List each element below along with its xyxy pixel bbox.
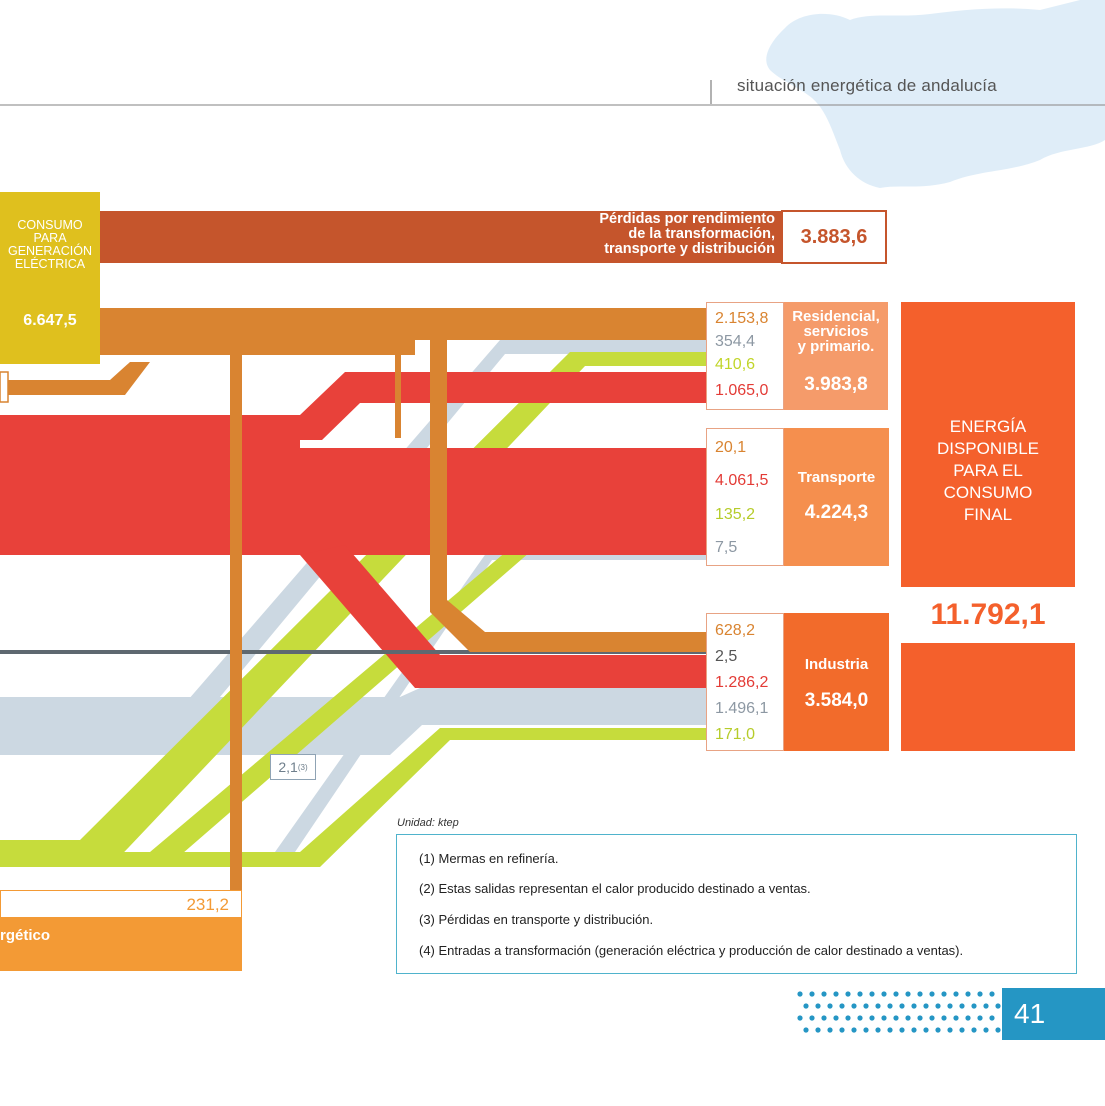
industria-value-renew: 171,0 (715, 726, 756, 743)
unit-label: Unidad: ktep (397, 817, 459, 829)
sector-industria: Industria 3.584,0 (784, 613, 889, 751)
bottom-bar: rgético (0, 918, 242, 971)
residencial-value-petro: 1.065,0 (715, 382, 769, 399)
residencial-values: 2.153,8 354,4 410,6 1.065,0 (706, 302, 784, 410)
final-energy-box-lower (901, 643, 1075, 751)
final-energy-value: 11.792,1 (930, 598, 1046, 631)
residencial-value-elec: 2.153,8 (715, 310, 769, 327)
header-title: situación energética de andalucía (737, 76, 997, 95)
flow-coal (0, 650, 706, 654)
bottom-label: rgético (0, 927, 51, 944)
notes-box: (1) Mermas en refinería. (2) Estas salid… (396, 834, 1077, 974)
generation-consumption-box: CONSUMO PARA GENERACIÓN ELÉCTRICA (0, 192, 100, 364)
flow-petro-main (0, 415, 706, 555)
generation-value: 6.647,5 (23, 312, 77, 329)
final-energy-label: ENERGÍA DISPONIBLE PARA EL CONSUMO FINAL (936, 417, 1040, 524)
residencial-total: 3.983,8 (804, 374, 868, 395)
flow-renew-transporte (100, 540, 706, 860)
flow-petro-residencial (300, 372, 706, 440)
industria-values: 628,2 2,5 1.286,2 1.496,1 171,0 (706, 613, 784, 751)
residencial-value-gas: 354,4 (715, 333, 756, 350)
transport-loss-badge: 2,1(3) (270, 754, 316, 780)
final-energy-box: ENERGÍA DISPONIBLE PARA EL CONSUMO FINAL (901, 302, 1075, 587)
flow-renew-industria (0, 728, 706, 867)
note-3: (3) Pérdidas en transporte y distribució… (419, 912, 654, 927)
andalucia-map-watermark (766, 0, 1105, 188)
transporte-value-petro: 4.061,5 (715, 472, 769, 489)
flow-gas-industria (0, 688, 706, 755)
transporte-value-renew: 135,2 (715, 506, 756, 523)
industria-value-gas: 1.496,1 (715, 700, 769, 717)
note-2: (2) Estas salidas representan el calor p… (419, 881, 811, 896)
flow-elec-left (0, 362, 150, 395)
flow-losses (100, 211, 782, 263)
transporte-name: Transporte (797, 469, 876, 486)
flow-elec-vertical-1 (230, 340, 242, 890)
flow-elec-vertical-2 (395, 308, 401, 438)
bottom-value: 231,2 (186, 895, 229, 914)
residencial-name: Residencial, servicios y primario. (792, 308, 880, 355)
bottom-value-box: 231,2 (0, 890, 242, 918)
flow-elec-main (100, 308, 706, 355)
residencial-value-renew: 410,6 (715, 356, 756, 373)
transporte-value-gas: 7,5 (715, 539, 738, 556)
flow-gas-residencial (135, 340, 706, 715)
industria-total: 3.584,0 (804, 690, 869, 711)
industria-name: Industria (804, 656, 869, 673)
industria-value-petro: 1.286,2 (715, 674, 769, 691)
losses-value: 3.883,6 (781, 210, 887, 264)
sankey-flows (0, 211, 782, 890)
decorative-dots (797, 991, 1001, 1033)
industria-value-elec: 628,2 (715, 622, 756, 639)
transporte-values: 20,1 4.061,5 135,2 7,5 (706, 428, 784, 566)
losses-label: Pérdidas por rendimiento de la transform… (599, 211, 775, 257)
industria-value-coal: 2,5 (715, 648, 738, 665)
sector-transporte: Transporte 4.224,3 (784, 428, 889, 566)
flow-gas-transporte (255, 552, 706, 852)
transporte-value-elec: 20,1 (715, 439, 747, 456)
note-1: (1) Mermas en refinería. (419, 851, 559, 866)
generation-label: CONSUMO PARA GENERACIÓN ELÉCTRICA (7, 218, 93, 271)
transporte-total: 4.224,3 (804, 502, 869, 523)
sector-residencial: Residencial, servicios y primario. 3.983… (784, 302, 888, 410)
flow-elec-industria (430, 340, 706, 652)
header-rule (0, 80, 1105, 106)
note-4: (4) Entradas a transformación (generació… (419, 943, 964, 958)
page-number: 41 (1002, 988, 1105, 1040)
